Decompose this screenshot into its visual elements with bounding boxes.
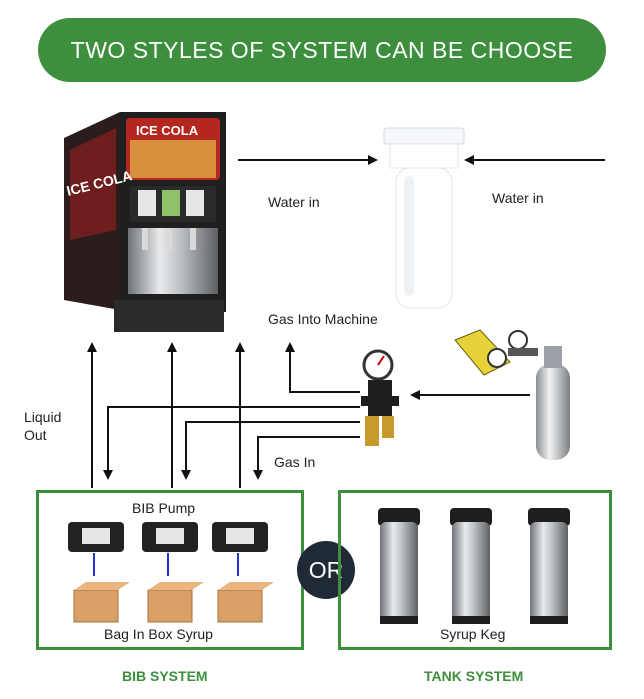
- label-water-in-left: Water in: [268, 194, 320, 210]
- label-water-in-right: Water in: [492, 190, 544, 206]
- gas-regulator: [361, 349, 399, 446]
- tank-system-box: [338, 490, 612, 650]
- pipe-gas-1: [103, 406, 360, 480]
- tank-system-title: TANK SYSTEM: [424, 668, 524, 684]
- label-bib-pump: BIB Pump: [132, 500, 196, 516]
- machine-brand-front: ICE COLA: [136, 123, 199, 138]
- label-syrup-keg: Syrup Keg: [440, 626, 506, 642]
- label-liquid-out: Liquid Out: [24, 409, 62, 443]
- title-banner: TWO STYLES OF SYSTEM CAN BE CHOOSE: [38, 18, 606, 82]
- bib-pump-3: [212, 522, 268, 576]
- or-badge: OR: [297, 541, 355, 599]
- label-gas-in: Gas In: [274, 454, 316, 470]
- co2-tank: [454, 329, 570, 460]
- water-filter: [383, 127, 465, 309]
- soda-machine: [64, 112, 226, 332]
- syrup-keg-1: [378, 508, 420, 624]
- bib-pump-1: [68, 522, 124, 576]
- pipe-gas-3: [253, 436, 360, 480]
- page-title: TWO STYLES OF SYSTEM CAN BE CHOOSE: [70, 36, 574, 63]
- syrup-box-2: [147, 582, 204, 623]
- syrup-keg-2: [450, 508, 492, 624]
- bib-pump-2: [142, 522, 198, 576]
- pipe-gas-2: [181, 421, 360, 480]
- syrup-box-1: [73, 582, 130, 623]
- arrow-gas-into-machine: [285, 342, 360, 393]
- syrup-box-3: [217, 582, 274, 623]
- bib-system-title: BIB SYSTEM: [122, 668, 208, 684]
- label-gas-into-machine: Gas Into Machine: [268, 311, 378, 327]
- syrup-keg-3: [528, 508, 570, 624]
- label-bag-in-box-syrup: Bag In Box Syrup: [104, 626, 213, 642]
